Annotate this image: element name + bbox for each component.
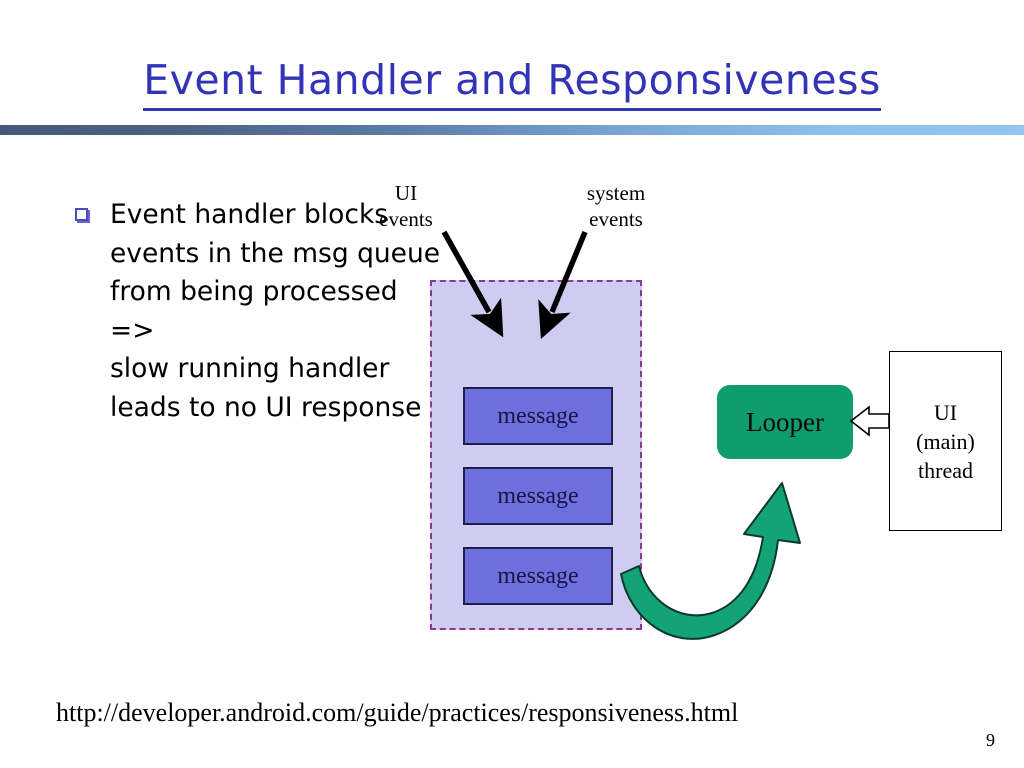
system-events-label: system events [586, 181, 646, 231]
looper-box: Looper [717, 385, 853, 459]
page-title: Event Handler and Responsiveness [0, 56, 1024, 111]
ui-events-label: UI events [379, 181, 433, 231]
source-url-text: http://developer.android.com/guide/pract… [56, 698, 739, 727]
square-bullet-icon [75, 208, 88, 221]
ui-thread-to-looper-arrow [849, 405, 890, 437]
message-item: message [463, 387, 613, 445]
bullet-list: Event handler blocks events in the msg q… [72, 196, 442, 427]
message-item: message [463, 467, 613, 525]
ui-main-thread-box: UI (main) thread [889, 351, 1002, 531]
list-item: Event handler blocks events in the msg q… [72, 196, 442, 427]
bullet-item-text: Event handler blocks events in the msg q… [110, 199, 441, 423]
page-number: 9 [986, 730, 995, 750]
message-item: message [463, 547, 613, 605]
title-divider-bar [0, 125, 1024, 135]
page-title-text: Event Handler and Responsiveness [143, 56, 881, 111]
dispatch-curved-arrow [620, 482, 801, 640]
message-queue-box: message message message [430, 280, 642, 630]
